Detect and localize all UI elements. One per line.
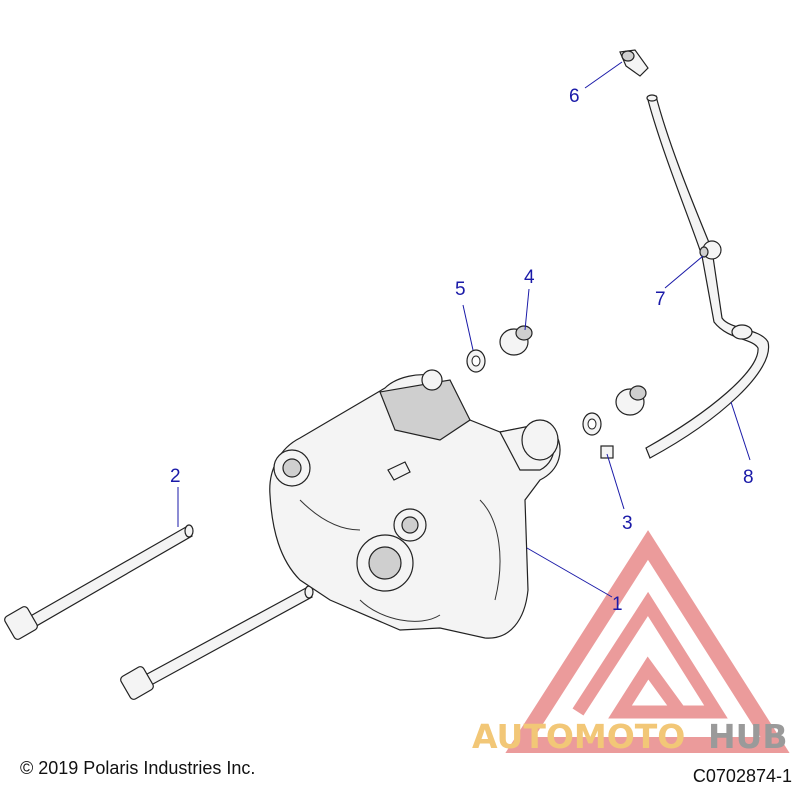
watermark-wordmark: AUTOMOTO HUB	[472, 717, 788, 756]
watermark-triangle-outer	[505, 530, 790, 753]
watermark-text-automoto: AUTOMOTO	[472, 717, 685, 756]
leader-lines	[177, 61, 751, 598]
plug-second	[615, 385, 647, 416]
watermark-logo	[505, 530, 790, 753]
callout-8: 8	[743, 467, 754, 488]
leader-4	[524, 288, 530, 331]
leader-5	[462, 304, 474, 351]
callout-7: 7	[655, 289, 666, 310]
watermark-triangle-inner	[572, 591, 728, 719]
leader-3	[606, 453, 625, 510]
callout-2: 2	[170, 466, 181, 487]
clip-part-3	[600, 445, 614, 459]
copyright-notice: © 2019 Polaris Industries Inc.	[20, 758, 256, 778]
long-bolt-lower	[120, 585, 314, 700]
watermark-text-hub: HUB	[708, 717, 788, 756]
gearcase-housing	[269, 369, 561, 639]
plug-part-4	[499, 325, 533, 356]
drawing-number: C0702874-1	[692, 766, 792, 786]
leader-8	[730, 401, 751, 461]
leader-6	[584, 61, 623, 89]
leader-7	[664, 255, 704, 289]
callout-4: 4	[524, 267, 535, 288]
clamp-part-7	[699, 240, 722, 260]
breather-hose-part-8	[645, 94, 770, 459]
callout-5: 5	[455, 279, 466, 300]
fitting-part-6	[619, 49, 649, 77]
callout-labels: 1 2 3 4 5 6 7 8	[170, 86, 754, 615]
callout-3: 3	[622, 513, 633, 534]
callout-1: 1	[612, 594, 623, 615]
washer-part-5	[466, 349, 486, 373]
callout-6: 6	[569, 86, 580, 107]
leader-1	[526, 547, 613, 598]
long-bolt-upper	[4, 524, 194, 640]
washer-second	[582, 412, 602, 436]
